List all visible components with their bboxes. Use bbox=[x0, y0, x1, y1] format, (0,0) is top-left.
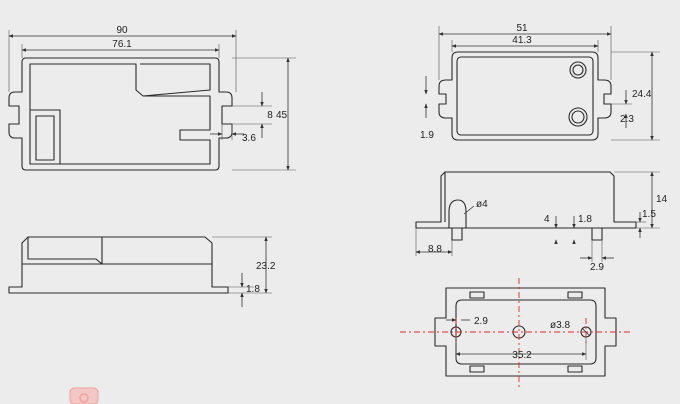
top-left-inner-box bbox=[35, 115, 55, 161]
side-right-view: ø4 14 4 1.8 1.5 8.8 2.9 bbox=[415, 171, 668, 273]
side-right-foot bbox=[591, 228, 603, 241]
bottom-right-view: 2.9 ø3.8 35.2 bbox=[400, 278, 632, 388]
dim-sr-slot-width: 2.9 bbox=[590, 262, 604, 273]
dim-sr-step-left: 4 bbox=[544, 214, 550, 225]
watermark-logo-icon bbox=[69, 387, 99, 404]
dim-tr-tab-offset: 1.9 bbox=[420, 130, 434, 141]
dim-br-hole-spacing: 35.2 bbox=[512, 350, 532, 361]
dim-side-tab-thickness: 1.8 bbox=[246, 284, 260, 295]
dim-body-length: 76.1 bbox=[112, 39, 132, 50]
dim-sr-diameter: ø4 bbox=[476, 199, 488, 210]
dim-tab-slot: 8 bbox=[267, 110, 273, 121]
dim-sr-step-mid: 1.8 bbox=[578, 214, 592, 225]
top-left-inner-divider bbox=[30, 109, 61, 164]
bottom-right-inner bbox=[455, 299, 597, 365]
top-left-inner-outline bbox=[29, 63, 211, 165]
bottom-right-tab-br bbox=[567, 365, 583, 373]
dim-br-hole-diameter: ø3.8 bbox=[550, 320, 570, 331]
dim-tr-overall-length: 51 bbox=[516, 23, 528, 34]
dim-tr-tab-depth: 2.3 bbox=[620, 114, 634, 125]
side-left-view: 23.2 1.8 bbox=[8, 236, 276, 307]
dim-sr-height: 14 bbox=[656, 194, 668, 205]
dim-sr-tab-thickness: 1.5 bbox=[642, 209, 656, 220]
dim-tab-width: 3.6 bbox=[242, 133, 256, 144]
top-right-inner-outline bbox=[456, 56, 594, 136]
top-right-outline bbox=[438, 51, 612, 141]
bottom-right-tab-bl bbox=[469, 365, 485, 373]
dim-br-hole-offset: 2.9 bbox=[474, 316, 488, 327]
dim-tr-body-length: 41.3 bbox=[512, 35, 532, 46]
dim-tr-height: 24.4 bbox=[632, 89, 652, 100]
dim-side-height: 23.2 bbox=[256, 261, 276, 272]
dim-sr-left-offset: 8.8 bbox=[428, 244, 442, 255]
top-right-hole-upper bbox=[569, 61, 587, 79]
top-left-inner-step bbox=[140, 63, 211, 97]
side-right-pin bbox=[448, 199, 467, 229]
side-left-outline bbox=[8, 236, 229, 294]
side-left-step bbox=[27, 237, 103, 265]
top-left-outline bbox=[8, 57, 233, 171]
dim-overall-length: 90 bbox=[116, 25, 128, 36]
bottom-right-tab-tl bbox=[469, 291, 485, 299]
side-right-lower-tab bbox=[451, 228, 463, 241]
top-right-view: 51 41.3 24.4 1.9 2.3 bbox=[420, 23, 660, 141]
top-right-hole-lower bbox=[568, 107, 588, 127]
dim-overall-width: 45 bbox=[276, 110, 288, 121]
bottom-right-outline bbox=[434, 287, 617, 377]
top-left-view: 90 76.1 8 3.6 45 bbox=[8, 25, 296, 171]
bottom-right-tab-tr bbox=[567, 291, 583, 299]
